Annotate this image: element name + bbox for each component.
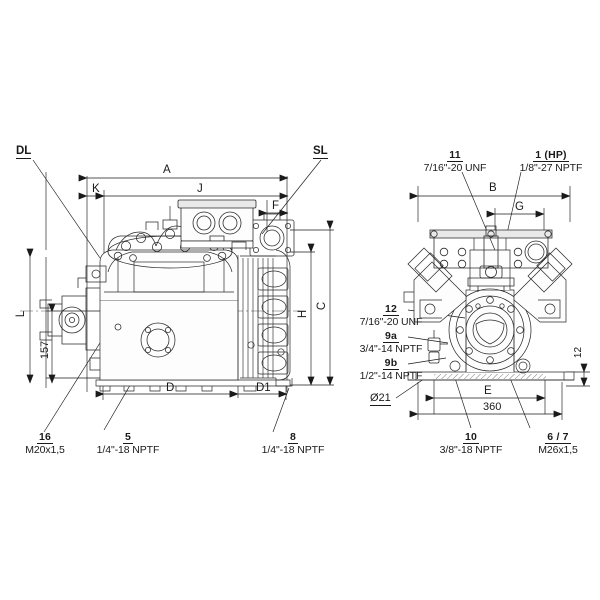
dim-F: F [272, 200, 280, 212]
callout-pos-8-number: 8 [287, 431, 299, 445]
dim-360: 360 [483, 401, 502, 413]
front-view-compressor [403, 225, 575, 381]
callout-pos-5: 5 1/4"-18 NPTF [80, 428, 176, 456]
callout-pos-8: 8 1/4"-18 NPTF [245, 428, 341, 456]
callout-pos-9b-thread: 1/2"-14 NPTF [359, 369, 423, 382]
dim-B: B [489, 182, 497, 194]
callout-pos-11: 11 7/16"-20 UNF [406, 146, 504, 174]
callout-pos-1-number: 1 (HP) [533, 149, 569, 163]
callout-pos-12: 12 7/16"-20 UNF [343, 300, 439, 328]
callout-pos-67-number: 6 / 7 [545, 431, 571, 445]
dim-D: D [166, 382, 175, 394]
callout-pos-67: 6 / 7 M26x1,5 [520, 428, 596, 456]
dim-J: J [197, 183, 203, 195]
dim-A: A [163, 164, 171, 176]
callout-pos-11-number: 11 [447, 149, 463, 163]
tag-suction-line: SL [313, 145, 328, 159]
dim-bore-21: Ø21 [370, 392, 391, 406]
callout-pos-10: 10 3/8"-18 NPTF [423, 428, 519, 456]
callout-pos-1-thread: 1/8"-27 NPTF [519, 161, 583, 174]
dim-157: 157 [39, 340, 52, 360]
callout-pos-16: 16 M20x1,5 [10, 428, 80, 456]
callout-pos-9b: 9b 1/2"-14 NPTF [343, 354, 439, 382]
callout-pos-1: 1 (HP) 1/8"-27 NPTF [503, 146, 599, 174]
callout-pos-67-thread: M26x1,5 [538, 443, 578, 456]
callout-pos-10-thread: 3/8"-18 NPTF [439, 443, 503, 456]
callout-pos-16-number: 16 [36, 431, 54, 445]
callout-pos-9b-number: 9b [382, 357, 400, 371]
side-view-compressor [20, 199, 300, 392]
dim-D1: D1 [256, 382, 271, 394]
callout-pos-5-thread: 1/4"-18 NPTF [96, 443, 160, 456]
callout-pos-16-thread: M20x1,5 [25, 443, 65, 456]
dim-G: G [515, 201, 524, 213]
callout-pos-10-number: 10 [462, 431, 480, 445]
callout-pos-9a-thread: 3/4"-14 NPTF [359, 342, 423, 355]
callout-pos-5-number: 5 [122, 431, 134, 445]
dim-H: H [297, 309, 310, 319]
right-view-leader-lines [395, 171, 531, 429]
callout-pos-12-number: 12 [382, 303, 400, 317]
callout-pos-9a-number: 9a [382, 330, 400, 344]
dim-12: 12 [573, 346, 585, 359]
tag-discharge-line: DL [16, 145, 32, 159]
dim-E: E [484, 385, 492, 397]
callout-pos-9a: 9a 3/4"-14 NPTF [343, 327, 439, 355]
callout-pos-12-thread: 7/16"-20 UNF [359, 315, 423, 328]
dim-C: C [316, 301, 329, 311]
dim-K: K [92, 183, 100, 195]
right-view-dimension-lines [409, 186, 590, 420]
dim-L: L [15, 310, 28, 318]
callout-pos-11-thread: 7/16"-20 UNF [423, 161, 487, 174]
callout-pos-8-thread: 1/4"-18 NPTF [261, 443, 325, 456]
